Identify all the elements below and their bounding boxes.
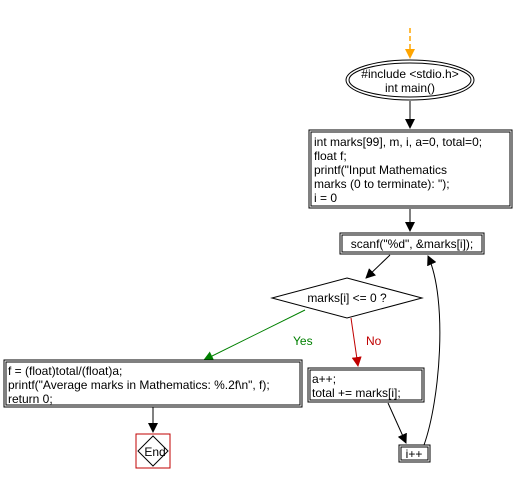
declarations-line-1: int marks[99], m, i, a=0, total=0;: [314, 135, 482, 149]
connector-accumulate-increment: [387, 402, 407, 444]
increment-process-box: i++: [398, 444, 431, 463]
connector-no: [350, 317, 362, 367]
accumulate-line-2: total += marks[i];: [312, 386, 401, 400]
declarations-line-2: float f;: [314, 149, 347, 163]
declarations-process-box: int marks[99], m, i, a=0, total=0; float…: [308, 129, 513, 209]
result-line-1: f = (float)total/(float)a;: [8, 364, 122, 378]
accumulate-line-1: a++;: [312, 372, 336, 386]
result-line-3: return 0;: [8, 392, 53, 406]
no-label: No: [366, 334, 382, 348]
yes-label: Yes: [293, 334, 313, 348]
decision-diamond: marks[i] <= 0 ?: [270, 277, 424, 319]
end-node: End: [135, 433, 171, 469]
scan-text: scanf("%d", &marks[i]);: [351, 237, 474, 251]
increment-text: i++: [406, 447, 423, 461]
start-node: #include <stdio.h> int main(): [345, 59, 475, 101]
start-line-2: int main(): [385, 81, 435, 95]
accumulate-process-box: a++; total += marks[i];: [307, 367, 425, 403]
declarations-line-3: printf("Input Mathematics: [314, 163, 447, 177]
decision-text: marks[i] <= 0 ?: [307, 291, 387, 305]
connector-yes: [203, 309, 306, 361]
connector-scan-decision: [365, 254, 391, 279]
scan-input-box: scanf("%d", &marks[i]);: [339, 232, 485, 255]
declarations-line-5: i = 0: [314, 191, 337, 205]
start-line-1: #include <stdio.h>: [361, 67, 458, 81]
result-process-box: f = (float)total/(float)a; printf("Avera…: [3, 359, 303, 408]
connector-loop-back: [423, 255, 441, 446]
end-text: End: [144, 445, 165, 459]
declarations-line-4: marks (0 to terminate): ");: [314, 177, 450, 191]
result-line-2: printf("Average marks in Mathematics: %.…: [8, 378, 270, 392]
